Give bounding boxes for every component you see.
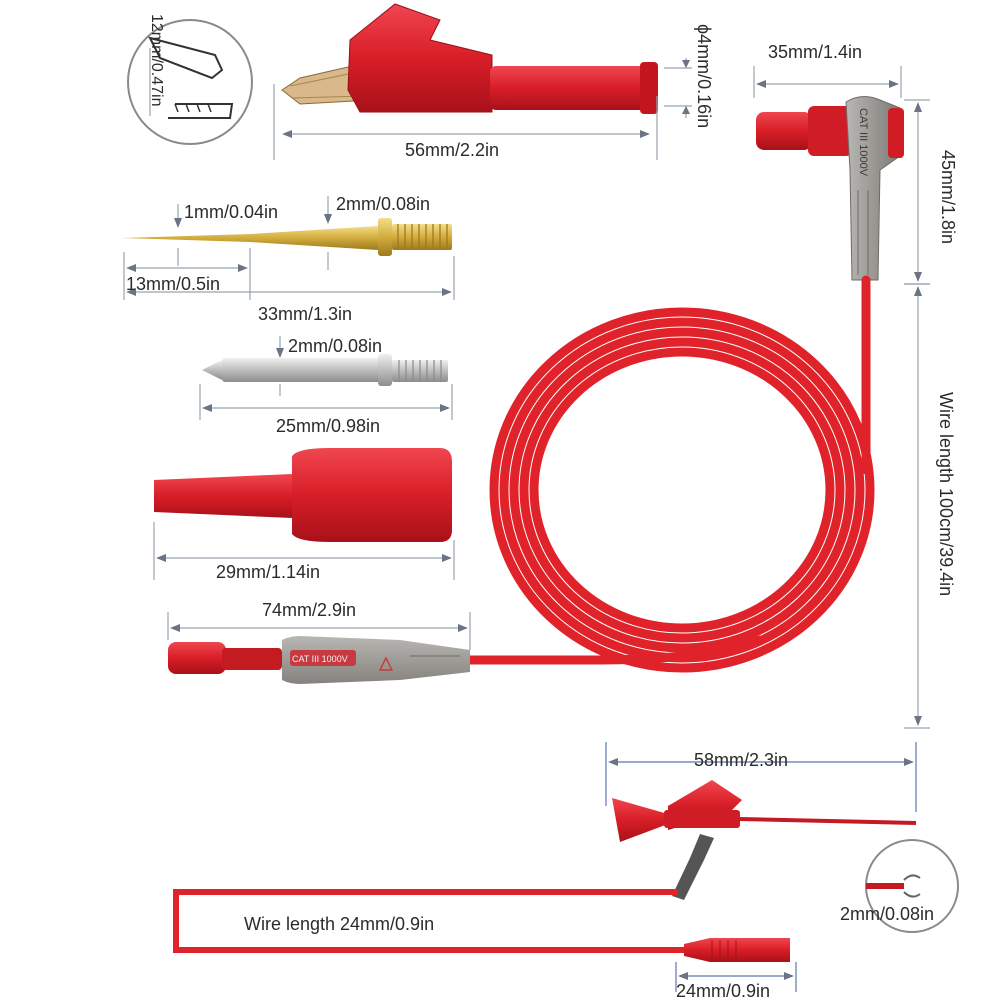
clip-opening-label: 12mm/0.47in <box>148 14 165 107</box>
cap-length-dimension <box>153 522 455 580</box>
cap-length-label: 29mm/1.14in <box>216 562 320 582</box>
silver-length-label: 25mm/0.98in <box>276 416 380 436</box>
main-wire-length-dimension <box>904 283 930 729</box>
silver-pin-tip <box>202 354 448 386</box>
hook-lead-wire <box>173 889 684 953</box>
hook-wire-length-label: Wire length 24mm/0.9in <box>244 914 434 934</box>
hook-length-label: 58mm/2.3in <box>694 750 788 770</box>
plug-width-label: 35mm/1.4in <box>768 42 862 62</box>
gold-tip-label: 1mm/0.04in <box>184 202 278 222</box>
silver-thread-label: 2mm/0.08in <box>288 336 382 356</box>
gold-needle-tip <box>122 218 452 256</box>
alligator-clip <box>281 3 658 114</box>
probe-rating-marking: CAT III 1000V <box>292 654 348 664</box>
hook-tip-detail-circle <box>865 839 959 933</box>
plug-height-label: 45mm/1.8in <box>938 150 958 244</box>
protective-cap <box>154 448 452 542</box>
main-wire-length-label: Wire length 100cm/39.4in <box>936 392 956 596</box>
coiled-test-lead-wire <box>465 275 875 673</box>
hook-clip <box>612 780 917 900</box>
clip-length-label: 56mm/2.2in <box>405 140 499 160</box>
probe-length-dimension <box>167 612 471 650</box>
small-plug-length-label: 24mm/0.9in <box>676 981 770 1001</box>
small-plug-dimension <box>675 962 797 992</box>
small-banana-plug <box>684 938 790 962</box>
right-angle-plug: CAT III 1000V <box>756 96 904 281</box>
plug-height-dimension <box>904 99 930 285</box>
test-probe-plug: CAT III 1000V <box>168 636 470 684</box>
gold-length-label: 33mm/1.3in <box>258 304 352 324</box>
gold-thread-label: 2mm/0.08in <box>336 194 430 214</box>
probe-length-label: 74mm/2.9in <box>262 600 356 620</box>
silver-tip-dimensions <box>199 336 453 420</box>
clip-jaw-detail-circle <box>127 19 253 145</box>
gold-tip-dimensions <box>123 196 455 300</box>
plug-width-dimension <box>753 66 902 98</box>
gold-taper-label: 13mm/0.5in <box>126 274 220 294</box>
hook-tip-label: 2mm/0.08in <box>840 904 934 924</box>
plug-rating-marking: CAT III 1000V <box>857 108 869 177</box>
hook-length-dimension <box>605 742 917 812</box>
clip-diameter-label: ϕ4mm/0.16in <box>694 24 714 128</box>
clip-length-dimension <box>273 84 658 160</box>
clip-diameter-dimension <box>664 58 692 118</box>
